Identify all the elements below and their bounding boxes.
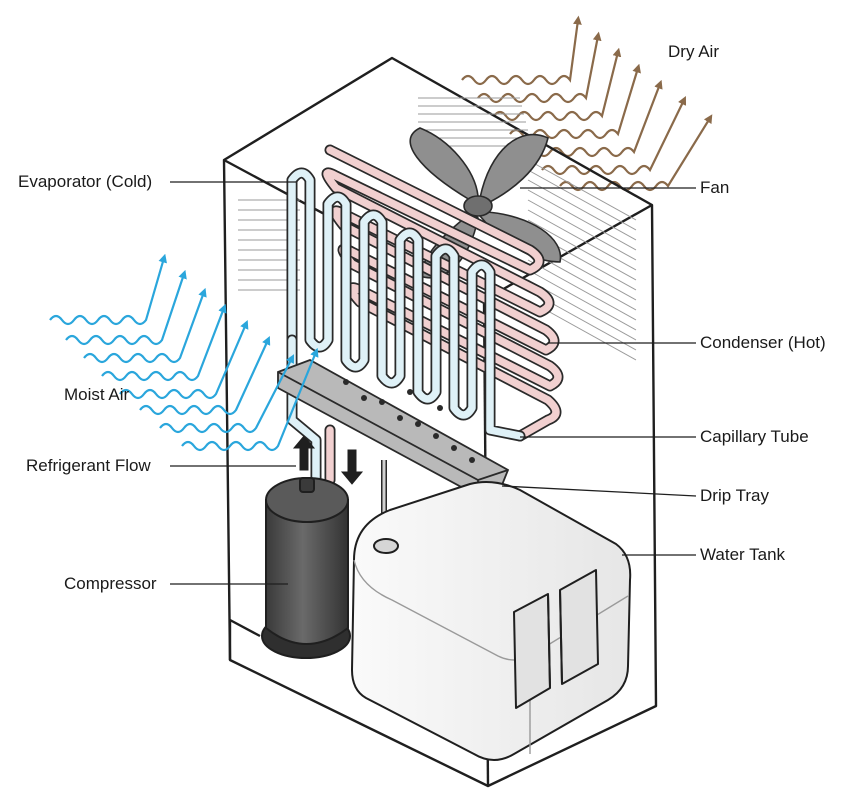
label-moist-air: Moist Air	[64, 385, 130, 404]
compressor	[261, 477, 351, 659]
label-capillary-tube: Capillary Tube	[700, 427, 809, 446]
leader-drip-tray	[501, 485, 697, 497]
label-refrigerant-flow: Refrigerant Flow	[26, 456, 151, 475]
label-drip-tray: Drip Tray	[700, 486, 769, 505]
label-evaporator: Evaporator (Cold)	[18, 172, 153, 191]
water-droplets	[343, 379, 475, 543]
label-water-tank: Water Tank	[700, 545, 786, 564]
water-tank	[351, 481, 632, 761]
label-dry-air: Dry Air	[668, 42, 719, 61]
label-compressor: Compressor	[64, 574, 157, 593]
vent-grille	[238, 97, 637, 361]
leader-lines	[170, 181, 697, 585]
refrigerant-flow-arrows	[292, 435, 364, 485]
moist-air-arrows	[49, 253, 319, 452]
label-fan: Fan	[700, 178, 730, 197]
label-condenser: Condenser (Hot)	[700, 333, 826, 352]
